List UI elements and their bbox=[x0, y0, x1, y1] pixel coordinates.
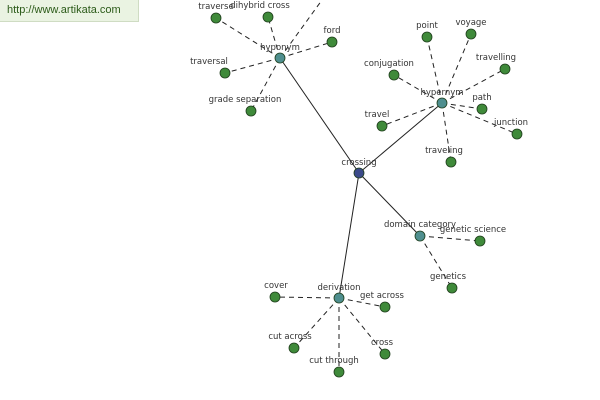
edge-crossing-derivation bbox=[338, 172, 360, 299]
edge-crossing-hyponym bbox=[279, 57, 360, 174]
edge-hyponym-dihybrid-cross bbox=[267, 16, 281, 59]
leaf-node-traverse[interactable] bbox=[210, 12, 222, 24]
leaf-node-genetic-science[interactable] bbox=[474, 235, 486, 247]
edge-derivation-cover bbox=[274, 296, 340, 299]
hub-label-hypernym: hypernym bbox=[420, 88, 463, 98]
leaf-node-point[interactable] bbox=[421, 31, 433, 43]
leaf-node-cut-across[interactable] bbox=[288, 342, 300, 354]
graph-nodes bbox=[210, 11, 523, 378]
leaf-label-genetics: genetics bbox=[430, 272, 467, 282]
edge-hypernym-conjugation bbox=[393, 74, 443, 104]
leaf-node-cover[interactable] bbox=[269, 291, 281, 303]
edge-hypernym-travelling bbox=[441, 68, 506, 104]
leaf-node-ford[interactable] bbox=[326, 36, 338, 48]
hub-node-hyponym[interactable] bbox=[274, 52, 286, 64]
leaf-node-grade-separation[interactable] bbox=[245, 105, 257, 117]
leaf-label-ford: ford bbox=[324, 26, 341, 36]
leaf-node-travelling[interactable] bbox=[499, 63, 511, 75]
url-text[interactable]: http://www.artikata.com bbox=[7, 4, 121, 16]
hub-label-domain-category: domain category bbox=[384, 220, 456, 230]
url-banner[interactable]: http://www.artikata.com bbox=[0, 0, 139, 22]
leaf-node-cross[interactable] bbox=[379, 348, 391, 360]
leaf-label-traversal: traversal bbox=[190, 57, 228, 67]
leaf-node-dihybrid-cross[interactable] bbox=[262, 11, 274, 23]
leaf-label-junction: junction bbox=[493, 118, 528, 128]
edge-hyponym-traverse bbox=[215, 17, 281, 59]
leaf-label-grade-separation: grade separation bbox=[209, 95, 282, 105]
leaf-label-genetic-science: genetic science bbox=[440, 225, 506, 235]
edge-hypernym-travel bbox=[381, 102, 443, 127]
edge-hypernym-voyage bbox=[441, 33, 472, 104]
edge-hyponym-traversal bbox=[224, 57, 281, 74]
leaf-label-cut-across: cut across bbox=[268, 332, 312, 342]
edge-domain-category-genetic-science bbox=[419, 235, 481, 242]
leaf-label-voyage: voyage bbox=[455, 18, 486, 28]
edge-hyponym-grade-separation bbox=[250, 57, 281, 112]
edge-derivation-get-across bbox=[338, 297, 386, 308]
edge-hyponym-offscreen bbox=[279, 0, 323, 59]
leaf-label-travelling: travelling bbox=[476, 53, 516, 63]
edge-crossing-domain-category bbox=[358, 172, 421, 237]
leaf-node-traversal[interactable] bbox=[219, 67, 231, 79]
leaf-label-traveling: traveling bbox=[425, 146, 463, 156]
root-label-crossing: crossing bbox=[341, 158, 376, 168]
edge-hypernym-path bbox=[441, 102, 483, 110]
edge-hypernym-point bbox=[426, 36, 443, 104]
edge-hypernym-traveling bbox=[441, 102, 452, 163]
leaf-node-cut-through[interactable] bbox=[333, 366, 345, 378]
edge-domain-category-genetics bbox=[419, 235, 453, 289]
graph-edges bbox=[215, 0, 518, 372]
leaf-node-conjugation[interactable] bbox=[388, 69, 400, 81]
leaf-label-cover: cover bbox=[264, 281, 288, 291]
leaf-node-junction[interactable] bbox=[511, 128, 523, 140]
leaf-label-conjugation: conjugation bbox=[364, 59, 414, 69]
edge-derivation-cross bbox=[338, 297, 386, 355]
leaf-node-get-across[interactable] bbox=[379, 301, 391, 313]
edge-crossing-hypernym bbox=[358, 102, 443, 174]
leaf-node-traveling[interactable] bbox=[445, 156, 457, 168]
hub-label-hyponym: hyponym bbox=[260, 43, 300, 53]
leaf-label-point: point bbox=[416, 21, 438, 31]
leaf-label-get-across: get across bbox=[360, 291, 404, 301]
leaf-label-traverse: traverse bbox=[198, 2, 233, 12]
leaf-label-dihybrid-cross: dihybrid cross bbox=[230, 1, 290, 11]
edge-hypernym-junction bbox=[441, 102, 518, 135]
leaf-label-cross: cross bbox=[371, 338, 394, 348]
leaf-node-path[interactable] bbox=[476, 103, 488, 115]
hub-node-derivation[interactable] bbox=[333, 292, 345, 304]
hub-node-domain-category[interactable] bbox=[414, 230, 426, 242]
leaf-node-voyage[interactable] bbox=[465, 28, 477, 40]
leaf-label-path: path bbox=[472, 93, 491, 103]
hub-node-hypernym[interactable] bbox=[436, 97, 448, 109]
hub-label-derivation: derivation bbox=[317, 283, 360, 293]
edge-hyponym-ford bbox=[279, 41, 333, 59]
root-node-crossing[interactable] bbox=[353, 167, 365, 179]
leaf-node-genetics[interactable] bbox=[446, 282, 458, 294]
leaf-label-cut-through: cut through bbox=[309, 356, 359, 366]
edge-derivation-cut-across bbox=[293, 297, 340, 349]
leaf-node-travel[interactable] bbox=[376, 120, 388, 132]
leaf-label-travel: travel bbox=[365, 110, 390, 120]
